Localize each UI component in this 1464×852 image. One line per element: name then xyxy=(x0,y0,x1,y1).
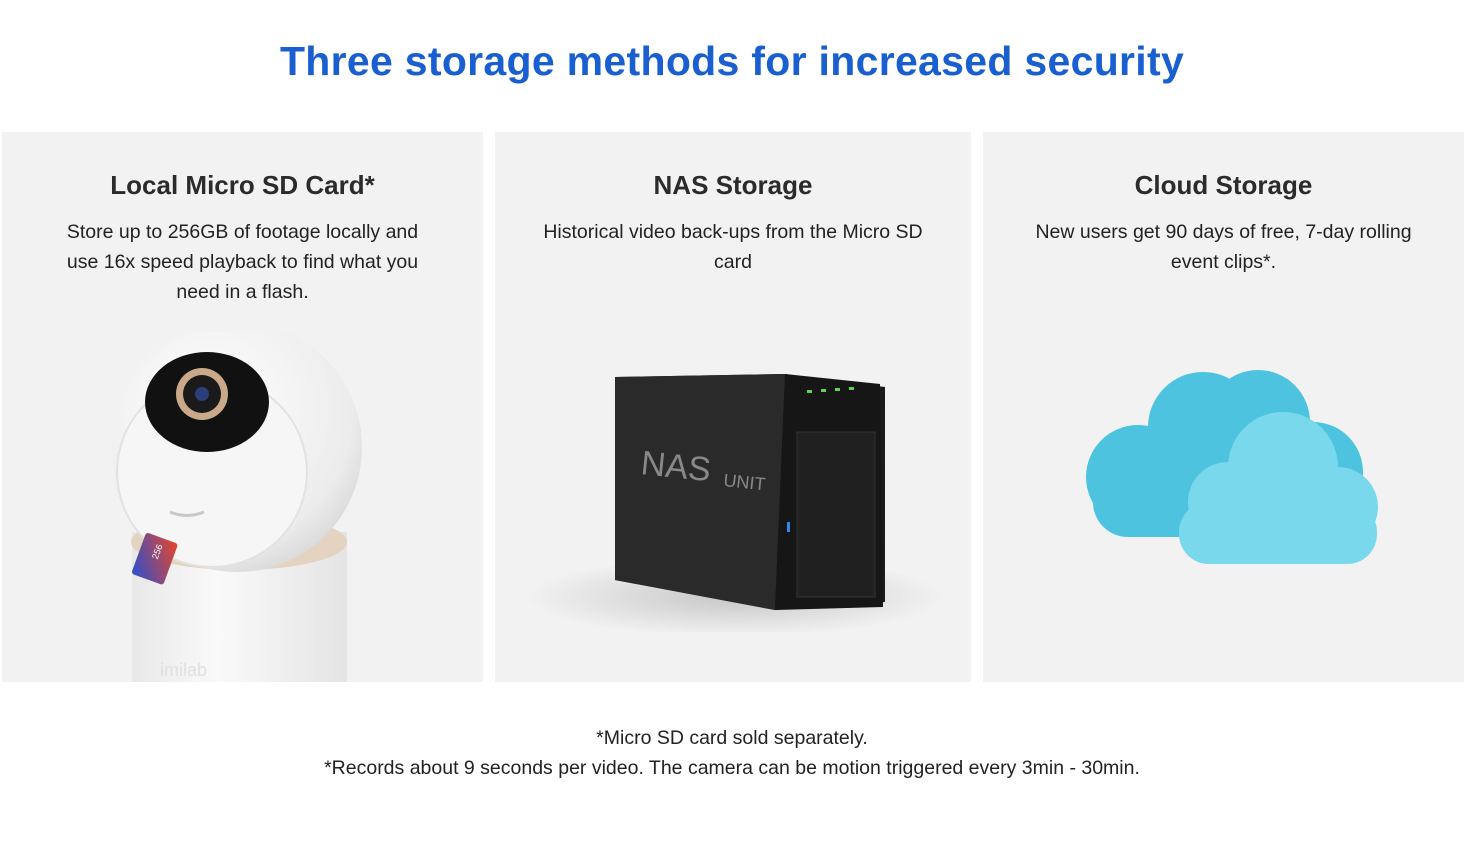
storage-card-sd: Local Micro SD Card* Store up to 256GB o… xyxy=(2,132,483,682)
card-description: Store up to 256GB of footage locally and… xyxy=(66,221,419,303)
footnote-cloud: *Records about 9 seconds per video. The … xyxy=(324,757,1140,779)
camera-brand: imilab xyxy=(160,660,207,680)
card-heading: Local Micro SD Card* xyxy=(110,170,375,200)
footnote-sd: *Micro SD card sold separately. xyxy=(596,727,868,749)
nas-unit-image: NAS UNIT xyxy=(525,374,945,632)
page-title: Three storage methods for increased secu… xyxy=(279,38,1185,84)
card-heading: Cloud Storage xyxy=(1134,170,1313,200)
storage-card-nas: NAS Storage Historical video back-ups fr… xyxy=(495,132,971,682)
card-description: Historical video back-ups from the Micro… xyxy=(543,221,923,273)
nas-sublabel: UNIT xyxy=(723,470,767,494)
storage-card-cloud: Cloud Storage New users get 90 days of f… xyxy=(983,132,1464,682)
sd-card-capacity: 256 xyxy=(150,543,165,561)
card-description: New users get 90 days of free, 7-day rol… xyxy=(1035,221,1412,273)
security-camera-image: 256 imilab xyxy=(112,332,362,682)
cloud-icon xyxy=(1086,370,1378,564)
card-heading: NAS Storage xyxy=(653,170,813,200)
nas-label: NAS xyxy=(639,444,713,489)
